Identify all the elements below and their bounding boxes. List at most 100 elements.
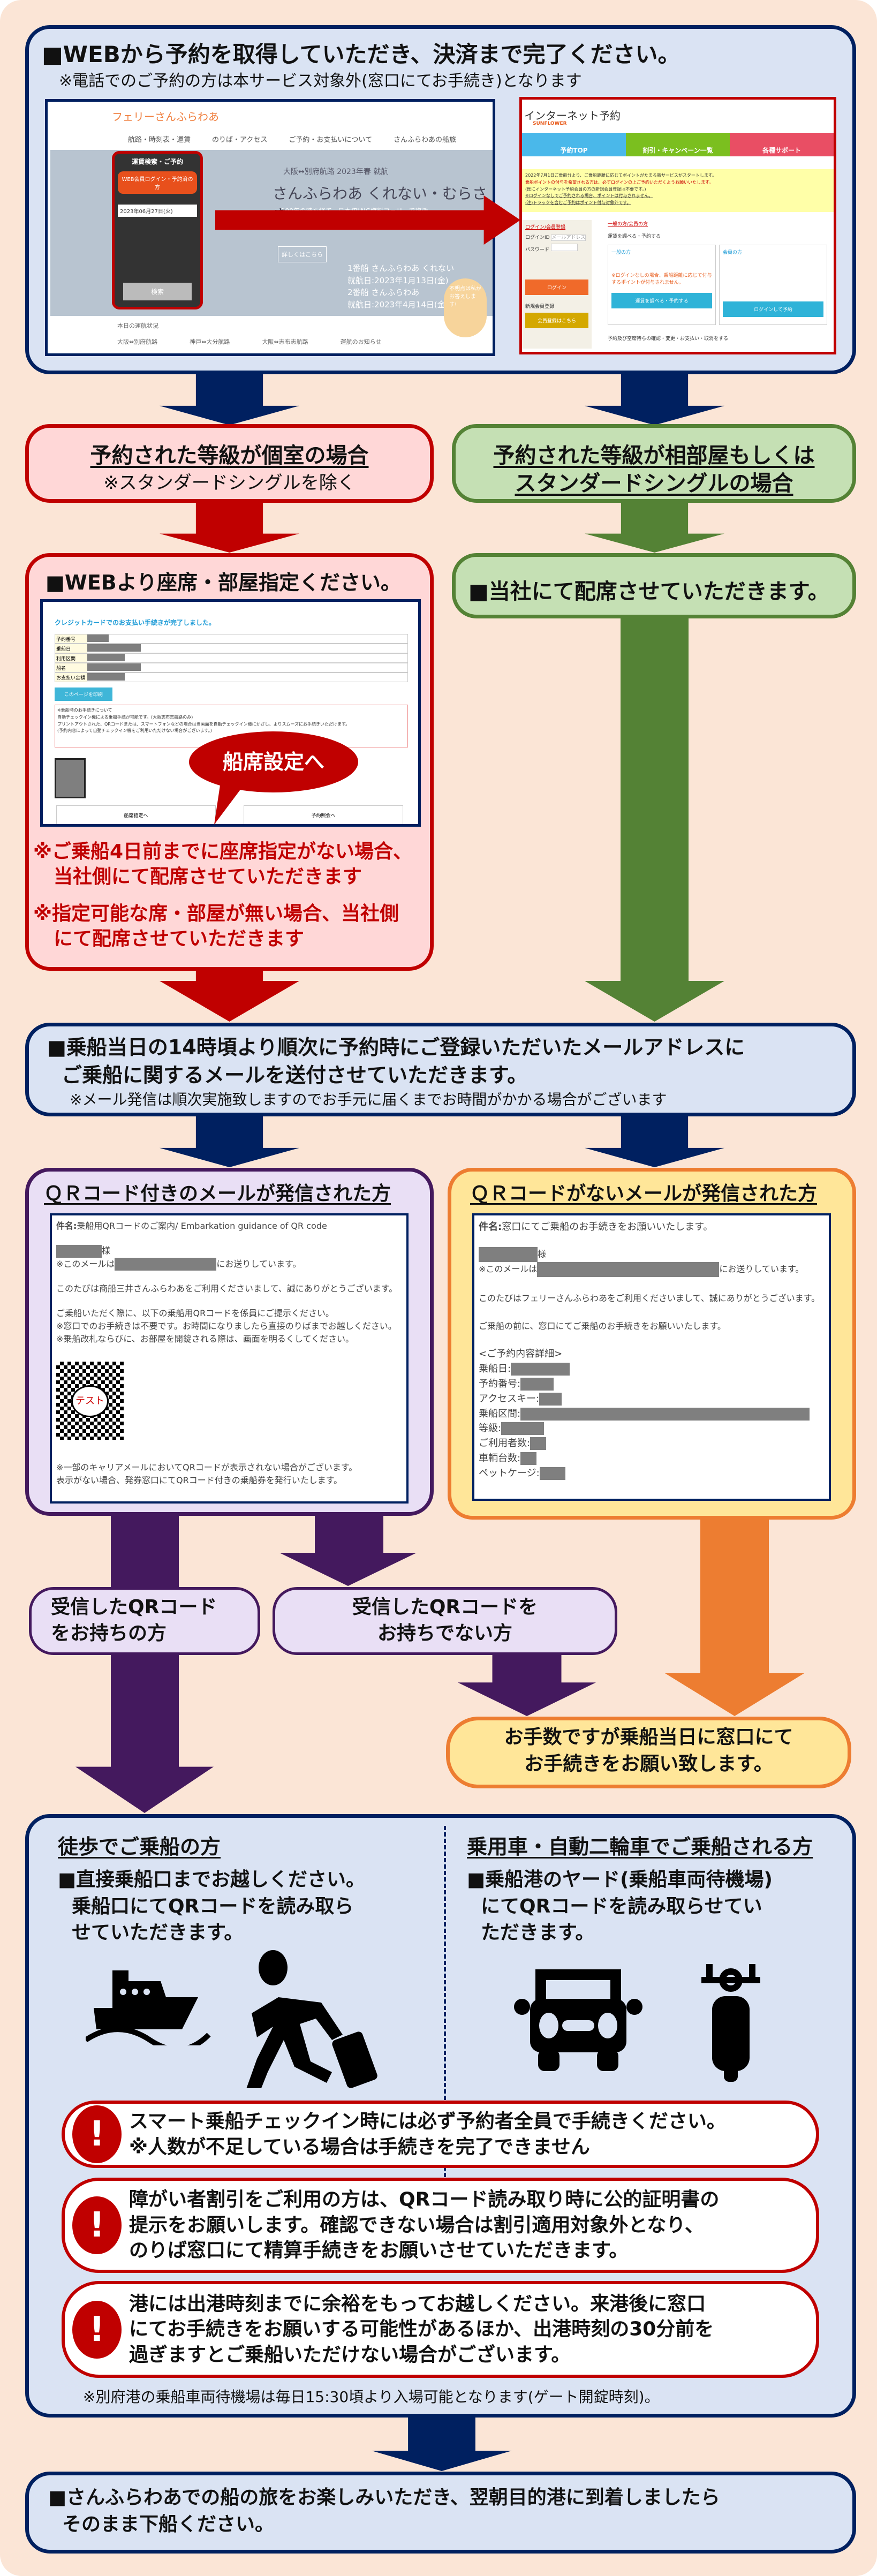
warning-all-members: ! スマート乗船チェックイン時には必ず予約者全員で手続きください。※人数が不足し…	[62, 2101, 819, 2168]
tab-support[interactable]: 各種サポート	[730, 133, 834, 156]
disembark-step	[25, 2472, 856, 2554]
mail-step	[25, 1023, 856, 1116]
details-heading: <ご予約内容詳細>	[479, 1348, 563, 1359]
member-login-reserve-button[interactable]: ログインして予約	[723, 301, 823, 317]
subject-label: 件名:	[479, 1221, 502, 1233]
walk-line: せていただきます。	[72, 1922, 244, 1944]
brand-logo: SUNFLOWER	[533, 121, 567, 126]
exclamation-icon: !	[72, 2196, 122, 2254]
row-label: 予約番号	[55, 634, 87, 643]
reservation-tabs: 予約TOP 割引・キャンペーン一覧 各種サポート	[522, 133, 834, 156]
down-arrow	[160, 1116, 299, 1167]
arrow-shaft	[111, 1516, 179, 1587]
motorcycle-icon	[701, 1964, 760, 2082]
site-nav: 航路・時刻表・運賃 のりば・アクセス ご予約・お支払いについて さんふらわあの船…	[128, 134, 456, 144]
shared-room-title-1: 予約された等級が相部屋もしくは	[493, 443, 815, 468]
step1-title: ■WEBから予約を取得していただき、決済まで完了ください。	[42, 41, 681, 67]
reservation-details: <ご予約内容詳細> 乗船日: 予約番号: アクセスキー: 乗船区間: 等級: ご…	[479, 1347, 825, 1481]
detail-button[interactable]: 詳しくはこちら	[278, 246, 327, 262]
field-label: アクセスキー:	[479, 1393, 540, 1404]
register-button[interactable]: 会員登録はこちら	[525, 313, 588, 328]
info-line: プリントアウトされた、QRコードまたは、スマートフォンなどの場合は当画面を自動チ…	[57, 721, 350, 727]
have-qr-text: 受信したQRコードをお持ちの方	[51, 1595, 217, 1646]
counter-line: お手数ですが乗船当日に窓口にて	[504, 1726, 793, 1748]
private-room-title: 予約された等級が個室の場合	[90, 443, 369, 468]
no-qr-text: 受信したQRコードをお持ちでない方	[273, 1595, 617, 1646]
company-assign-title: ■当社にて配席させていただきます。	[468, 579, 829, 604]
car-text: ■乗船港のヤード(乗船車両待機場) にてQRコードを読み取らせてい ただきます。	[467, 1867, 773, 1946]
beppu-gate-note: ※別府港の乗船車両待機場は毎日15:30頃より入場可能となります(ゲート開錠時刻…	[83, 2388, 660, 2406]
id-label: ログインID	[525, 235, 550, 240]
date-field[interactable]: 2023年06月27日(火)	[118, 205, 197, 217]
search-reserve-button[interactable]: 運賃を調べる・予約する	[611, 293, 712, 308]
search-panel: 運賃検索・ご予約 WEB会員ログイン・予約済の方 2023年06月27日(火) …	[112, 151, 203, 309]
subject-label: 件名:	[56, 1221, 77, 1231]
route[interactable]: 運航のお知らせ	[340, 338, 382, 345]
reservation-inquiry-button[interactable]: 予約照会へ	[244, 805, 403, 824]
counter-line: お手続きをお願い致します。	[524, 1753, 773, 1776]
ship2: 2番船 さんふらわあ	[347, 288, 420, 297]
down-arrow	[75, 1762, 214, 1813]
info-line: (予約内容によって自動チェックイン機をご利用いただけない場合がございます。)	[57, 728, 212, 734]
row-label: 利用区間	[55, 654, 87, 662]
sent-prefix: ※このメールは	[56, 1258, 115, 1269]
route[interactable]: 大阪⇔志布志航路	[262, 338, 308, 345]
notice-line: ※ログインなしでご予約される場合、ポイントは付与されません。	[525, 193, 653, 199]
tab-discounts[interactable]: 割引・キャンペーン一覧	[626, 133, 730, 156]
confirm-change-link[interactable]: 予約及び空席待ちの確認・変更・お支払い・取消をする	[608, 336, 729, 342]
warning-line: 過ぎますとご乗船いただけない場合がございます。	[129, 2344, 571, 2366]
ship1-date: 就航日:2023年1月13日(金)	[347, 275, 449, 285]
nav-item[interactable]: 航路・時刻表・運賃	[128, 136, 191, 144]
warning-line: スマート乗船チェックイン時には必ず予約者全員で手続きください。	[129, 2110, 726, 2133]
warning-line: ※人数が不足している場合は手続きを完了できません	[129, 2136, 590, 2158]
seat-select-button[interactable]: 船席指定へ	[56, 805, 216, 824]
ship-info: 1番船 さんふらわあ くれない 就航日:2023年1月13日(金) 2番船 さん…	[347, 262, 454, 311]
nav-item[interactable]: さんふらわあの船旅	[394, 136, 457, 144]
down-arrow	[279, 1553, 417, 1586]
down-arrow	[585, 971, 724, 1022]
point-notice: 2022年7月1日ご乗船分より、ご乗船距離に応じてポイントがたまる新サービスがス…	[522, 169, 834, 212]
pw-label: パスワード	[525, 247, 550, 253]
arrow-shaft	[700, 1520, 769, 1675]
route[interactable]: 大阪⇔別府航路	[117, 338, 158, 345]
thanks-text: このたびはフェリーさんふらわあをご利用くださいまして、誠にありがとうございます。	[479, 1293, 820, 1303]
company-assign-step	[452, 553, 856, 618]
honorific: 様	[102, 1245, 111, 1256]
notice-line: 乗船ポイントの付与を希望される方は、必ずログインの上ご予約いただくようお願いいた…	[525, 179, 714, 185]
search-fare-link[interactable]: 運賃を調べる・予約する	[608, 234, 661, 239]
final-line: ■さんふらわあでの船の旅をお楽しみいただき、翌朝目的港に到着しましたら	[48, 2487, 720, 2509]
down-arrow	[585, 503, 724, 553]
route[interactable]: 神戸⇔大分航路	[190, 338, 230, 345]
login-panel: ログイン/会員登録 ログインID メールアドレス パスワード ログイン 新規会員…	[522, 220, 592, 349]
print-page-button[interactable]: このページを印刷	[55, 688, 112, 701]
general-col-title: 一般の方	[611, 250, 631, 255]
sent-suffix: にお送りしています。	[719, 1264, 804, 1274]
member-login-button[interactable]: WEB会員ログイン・予約済の方	[118, 171, 197, 194]
sent-prefix: ※このメールは	[479, 1264, 538, 1274]
search-button[interactable]: 検索	[123, 283, 192, 300]
car-line: ただきます。	[481, 1922, 595, 1944]
mail-step-note: ※メール発信は順次実施致しますのでお手元に届くまでお時間がかかる場合がございます	[70, 1091, 667, 1108]
ship1: 1番船 さんふらわあ くれない	[347, 263, 455, 273]
mail-subject: 乗船用QRコードのご案内/ Embarkation guidance of QR…	[77, 1221, 327, 1231]
login-id-input[interactable]: メールアドレス	[551, 235, 586, 241]
down-arrow	[585, 374, 724, 425]
nav-item[interactable]: ご予約・お支払いについて	[289, 136, 372, 144]
password-input[interactable]	[550, 244, 578, 251]
down-arrow	[160, 503, 299, 553]
warning-arrival-time: ! 港には出港時刻までに余裕をもってお越しください。来港後に窓口にてお手続きをお…	[62, 2281, 819, 2378]
nav-item[interactable]: のりば・アクセス	[212, 136, 268, 144]
honorific: 様	[538, 1249, 547, 1259]
no-qr-line: 受信したQRコードを	[352, 1596, 538, 1618]
mail-subject: 窓口にてご乗船のお手続きをお願いいたします。	[502, 1221, 713, 1233]
arrow-shaft	[315, 1516, 383, 1559]
disembark-text: ■さんふらわあでの船の旅をお楽しみいただき、翌朝目的港に到着しましたらそのまま下…	[48, 2484, 720, 2539]
chat-assistant[interactable]: 不明点は私がお答えします!	[444, 278, 487, 337]
test-stamp: テスト	[71, 1385, 109, 1417]
login-button[interactable]: ログイン	[525, 279, 588, 295]
tab-reserve-top[interactable]: 予約TOP	[522, 133, 626, 156]
field-label: ご利用者数:	[479, 1438, 531, 1449]
general-member-panel: 一般の方/会員の方 運賃を調べる・予約する 一般の方 ※ログインなしの場合、乗船…	[608, 220, 827, 342]
divider	[444, 1826, 446, 2190]
